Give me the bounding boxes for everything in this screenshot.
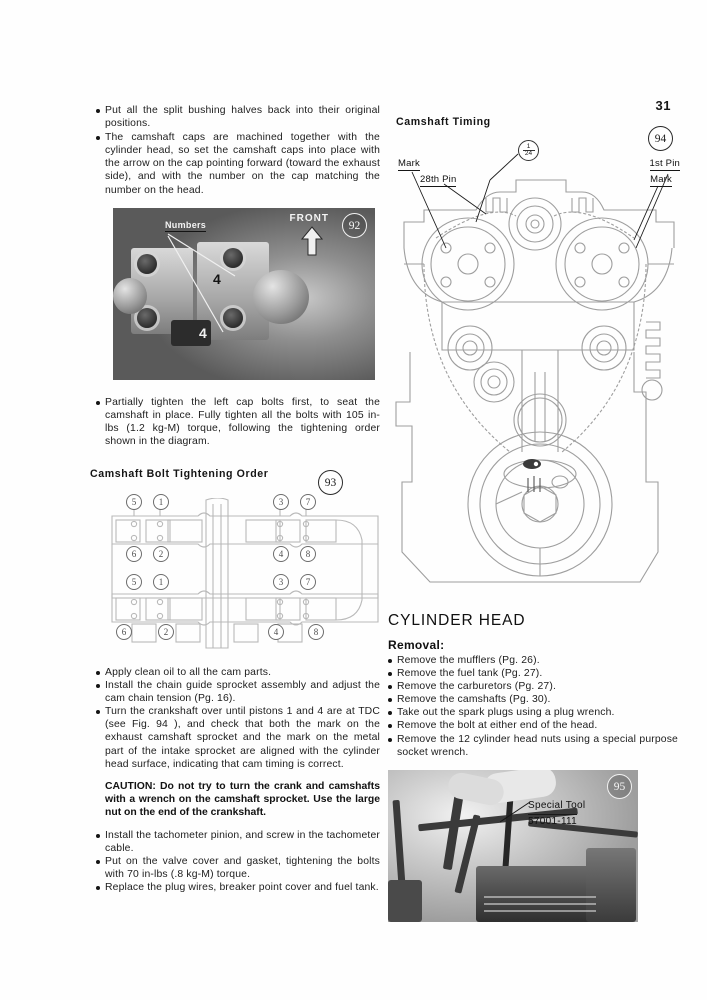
- page-number: 31: [655, 98, 671, 113]
- special-tool-number: 57001-111: [528, 814, 578, 827]
- list-item: Turn the crankshaft over until pistons 1…: [96, 705, 380, 770]
- special-tool-leader-line: [499, 801, 531, 823]
- cam-cap-outline: [111, 497, 379, 649]
- list-item: Remove the bolt at either end of the hea…: [388, 719, 678, 732]
- camshaft-timing-heading: Camshaft Timing: [396, 116, 491, 128]
- callout-top-value: 1: [526, 143, 531, 150]
- order-number: 8: [300, 546, 316, 562]
- list-item: Install the chain guide sprocket assembl…: [96, 679, 380, 705]
- list-item: Partially tighten the left cap bolts fir…: [96, 396, 380, 448]
- order-number: 7: [300, 494, 316, 510]
- figure-badge-93: 93: [318, 470, 343, 495]
- pin-28th-label: 28th Pin: [420, 174, 457, 187]
- engine-timing-outline: [395, 179, 675, 583]
- mid-instruction-block: Partially tighten the left cap bolts fir…: [96, 396, 380, 449]
- cap-number-bottom: 4: [199, 325, 208, 341]
- figure-93-diagram: 5 1 3 7 6 2 4 8 5 1 3 7 6 2 4 8: [110, 494, 380, 658]
- list-item: Remove the 12 cylinder head nuts using a…: [388, 733, 678, 759]
- order-number: 5: [126, 494, 142, 510]
- order-number: 7: [300, 574, 316, 590]
- cylinder-head-heading: CYLINDER HEAD: [388, 612, 526, 629]
- bottom-instruction-list: Apply clean oil to all the cam parts. In…: [96, 666, 380, 771]
- top-instruction-list: Put all the split bushing halves back in…: [96, 104, 380, 197]
- mark-label-right: Mark: [650, 174, 672, 187]
- order-number: 1: [153, 574, 169, 590]
- order-number: 2: [158, 624, 174, 640]
- list-item: Take out the spark plugs using a plug wr…: [388, 706, 678, 719]
- order-number: 4: [273, 546, 289, 562]
- order-number: 6: [126, 546, 142, 562]
- list-item: Install the tachometer pinion, and screw…: [96, 829, 380, 855]
- list-item: Remove the fuel tank (Pg. 27).: [388, 667, 678, 680]
- callout-bottom-value: 24: [524, 150, 533, 157]
- order-number: 6: [116, 624, 132, 640]
- front-arrow-icon: [301, 226, 323, 256]
- order-number: 5: [126, 574, 142, 590]
- bottom-instruction-block: Apply clean oil to all the cam parts. In…: [96, 666, 380, 894]
- figure-badge-95: 95: [607, 774, 632, 799]
- final-instruction-list: Install the tachometer pinion, and screw…: [96, 829, 380, 894]
- list-item: The camshaft caps are machined together …: [96, 131, 380, 196]
- figure-badge-94: 94: [648, 126, 673, 151]
- order-number: 2: [153, 546, 169, 562]
- numbers-label: Numbers: [165, 220, 207, 232]
- mid-instruction-list: Partially tighten the left cap bolts fir…: [96, 396, 380, 448]
- front-label: FRONT: [289, 213, 329, 224]
- list-item: Remove the mufflers (Pg. 26).: [388, 654, 678, 667]
- figure-92-photo: FRONT Numbers 4 4 92: [113, 208, 375, 380]
- list-item: Remove the carburetors (Pg. 27).: [388, 680, 678, 693]
- order-number: 3: [273, 494, 289, 510]
- list-item: Remove the camshafts (Pg. 30).: [388, 693, 678, 706]
- special-tool-label: Special Tool: [528, 800, 586, 811]
- removal-heading: Removal:: [388, 638, 445, 652]
- pin-1st-label: 1st Pin: [649, 158, 680, 171]
- order-number: 1: [153, 494, 169, 510]
- order-number: 3: [273, 574, 289, 590]
- list-item: Replace the plug wires, breaker point co…: [96, 881, 380, 894]
- removal-steps-list: Remove the mufflers (Pg. 26). Remove the…: [388, 654, 678, 759]
- order-number: 8: [308, 624, 324, 640]
- figure-94-diagram: 1 24 Mark 28th Pin 1st Pin Mark: [390, 140, 686, 600]
- figure-95-photo: Special Tool 57001-111 95: [388, 770, 638, 922]
- mark-label-left: Mark: [398, 158, 420, 171]
- callout-divider: [522, 150, 535, 151]
- figure-badge-92: 92: [342, 213, 367, 238]
- list-item: Apply clean oil to all the cam parts.: [96, 666, 380, 679]
- numbers-leader-lines: [167, 233, 236, 333]
- sprocket-tooth-callout: 1 24: [518, 140, 539, 161]
- left-column: Put all the split bushing halves back in…: [96, 104, 380, 198]
- cap-number-top: 4: [213, 271, 222, 287]
- removal-steps-block: Remove the mufflers (Pg. 26). Remove the…: [388, 654, 678, 759]
- tightening-order-heading: Camshaft Bolt Tightening Order: [90, 468, 269, 480]
- list-item: Put all the split bushing halves back in…: [96, 104, 380, 130]
- list-item: Put on the valve cover and gasket, tight…: [96, 855, 380, 881]
- order-number: 4: [268, 624, 284, 640]
- caution-note: CAUTION: Do not try to turn the crank an…: [105, 780, 380, 819]
